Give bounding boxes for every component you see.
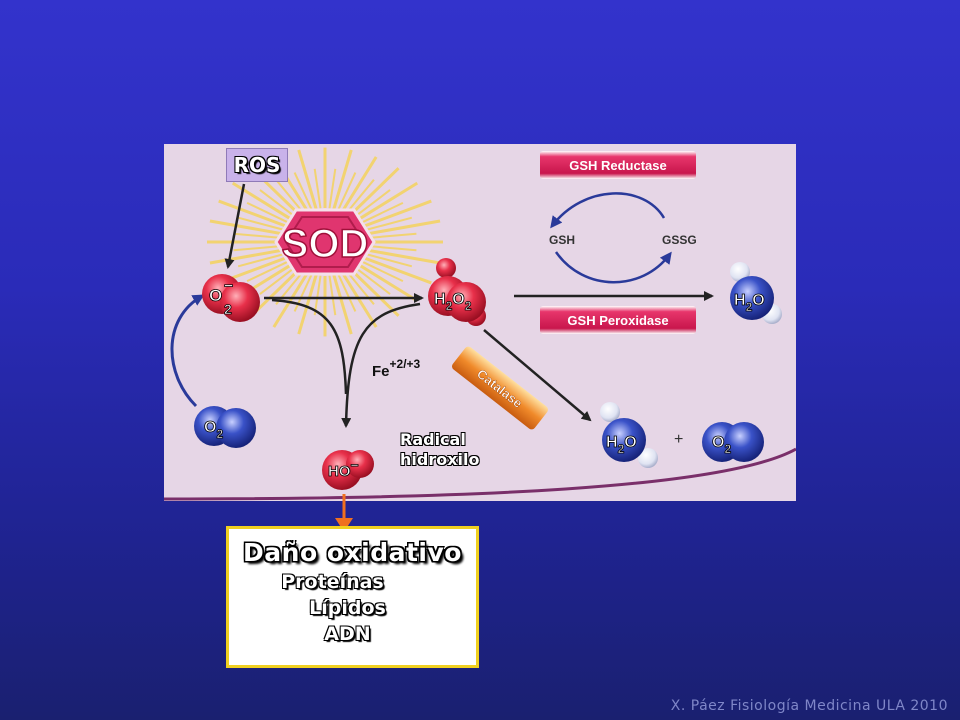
sod-ray — [358, 259, 404, 283]
sod-ray — [337, 172, 357, 211]
damage-item-dna: ADN — [324, 623, 371, 645]
hydroxyl-to-damage-arrow — [335, 494, 353, 532]
radical-line-2: hidroxilo — [400, 450, 480, 469]
oxidative-damage-box: Daño oxidativo Proteínas Lípidos ADN — [226, 526, 479, 668]
superoxide-molecule: O 2 − — [202, 274, 260, 322]
sod-ray — [233, 244, 286, 252]
hydroxyl-radical-label: Radical hidroxilo — [400, 430, 510, 470]
sod-ray — [358, 201, 404, 225]
panel-curve — [164, 447, 796, 501]
sod-ray — [341, 156, 378, 213]
h2o2-molecule: H2O2 — [428, 258, 486, 326]
sod-ray — [348, 167, 400, 217]
sod-ray — [272, 271, 309, 328]
sod-ray — [237, 252, 288, 268]
sod-ray — [360, 255, 432, 285]
sod-ray — [246, 201, 292, 225]
sod-ray — [275, 179, 305, 214]
sod-ray — [363, 219, 441, 236]
damage-item-proteins: Proteínas — [281, 571, 384, 593]
ros-pathway-diagram: SOD O 2 − Fe+2/+3 H2O2 GSH Reductase — [164, 144, 796, 501]
gsh-peroxidase-bar: GSH Peroxidase — [540, 306, 696, 334]
hydroxyl-formula: HO− — [328, 457, 359, 480]
ros-arrow — [224, 183, 246, 269]
sod-ray — [352, 189, 391, 219]
gsh-label: GSH — [549, 233, 575, 247]
peroxidase-cycle-arrow — [554, 251, 672, 284]
gsh-reductase-bar: GSH Reductase — [540, 151, 696, 179]
ros-label: ROS — [226, 148, 288, 182]
sod-ray — [313, 168, 322, 209]
iron-oxidation-states: +2/+3 — [390, 357, 421, 371]
water-formula-top: H2O — [734, 292, 765, 314]
sod-ray — [218, 199, 290, 229]
superoxide-symbol: O — [209, 286, 222, 305]
iron-symbol: Fe — [372, 363, 390, 380]
oxygen-formula-right: O2 — [712, 434, 731, 456]
sod-ray — [345, 179, 375, 214]
sod-ray — [341, 271, 378, 328]
damage-item-lipids: Lípidos — [309, 597, 386, 619]
sod-ray — [363, 248, 441, 265]
sod-ray — [209, 248, 287, 265]
sod-ray — [293, 273, 313, 312]
sod-ray — [297, 149, 318, 210]
sod-ray — [362, 216, 413, 232]
water-molecule-top: H2O — [730, 262, 782, 324]
sod-ray — [364, 232, 417, 240]
sod-ray — [328, 168, 337, 209]
sod-ray — [250, 267, 302, 317]
sod-ray — [337, 273, 357, 312]
oxygen-molecule-right: O2 — [702, 422, 764, 462]
sod-ray — [352, 265, 391, 295]
o2-to-superoxide-arrow — [170, 294, 205, 408]
hydroxyl-molecule: HO− — [322, 450, 374, 490]
oxygen-formula-left: O2 — [204, 419, 223, 441]
water-molecule-bottom: H2O — [600, 402, 658, 468]
plus-sign: + — [674, 431, 683, 448]
sod-ray — [355, 181, 419, 223]
footer-credit: X. Páez Fisiología Medicina ULA 2010 — [670, 698, 948, 714]
h2o2-formula: H2O2 — [434, 291, 472, 313]
sod-ray — [246, 259, 292, 283]
sod-ray — [362, 252, 413, 268]
sod-hexagon — [274, 208, 376, 276]
sod-ray — [259, 265, 298, 295]
sod-ray — [360, 199, 432, 229]
sod-ray — [209, 219, 287, 236]
gssg-label: GSSG — [662, 233, 697, 247]
sod-ray — [355, 261, 419, 303]
gsh-peroxidase-label: GSH Peroxidase — [567, 313, 668, 328]
sod-ray — [293, 172, 313, 211]
sod-ray — [233, 232, 286, 240]
superoxide-to-hydroxyl-arrow — [271, 298, 348, 395]
sod-ray — [297, 274, 318, 335]
iron-label: Fe+2/+3 — [372, 357, 421, 380]
sod-ray — [237, 216, 288, 232]
reductase-cycle-arrow — [550, 192, 666, 229]
radical-line-1: Radical — [400, 430, 466, 449]
h2o2-to-hydroxyl-arrow — [341, 302, 421, 428]
sod-ray — [328, 275, 337, 316]
sod-ray — [332, 149, 353, 210]
sod-ray — [259, 189, 298, 219]
oxygen-molecule-left: O2 — [194, 406, 256, 448]
sod-hexagon-inner — [284, 216, 366, 268]
sod-ray — [313, 275, 322, 316]
superoxide-charge: − — [224, 278, 233, 295]
catalase-arrow — [483, 329, 592, 422]
sod-ray — [364, 244, 417, 252]
oxidative-damage-title: Daño oxidativo — [243, 538, 462, 567]
water-formula-bottom: H2O — [606, 434, 637, 456]
superoxide-subscript: 2 — [224, 301, 232, 317]
sod-ray — [348, 267, 400, 317]
gsh-reductase-label: GSH Reductase — [569, 158, 667, 173]
sod-ray — [332, 274, 353, 335]
sod-label: SOD — [282, 222, 369, 266]
